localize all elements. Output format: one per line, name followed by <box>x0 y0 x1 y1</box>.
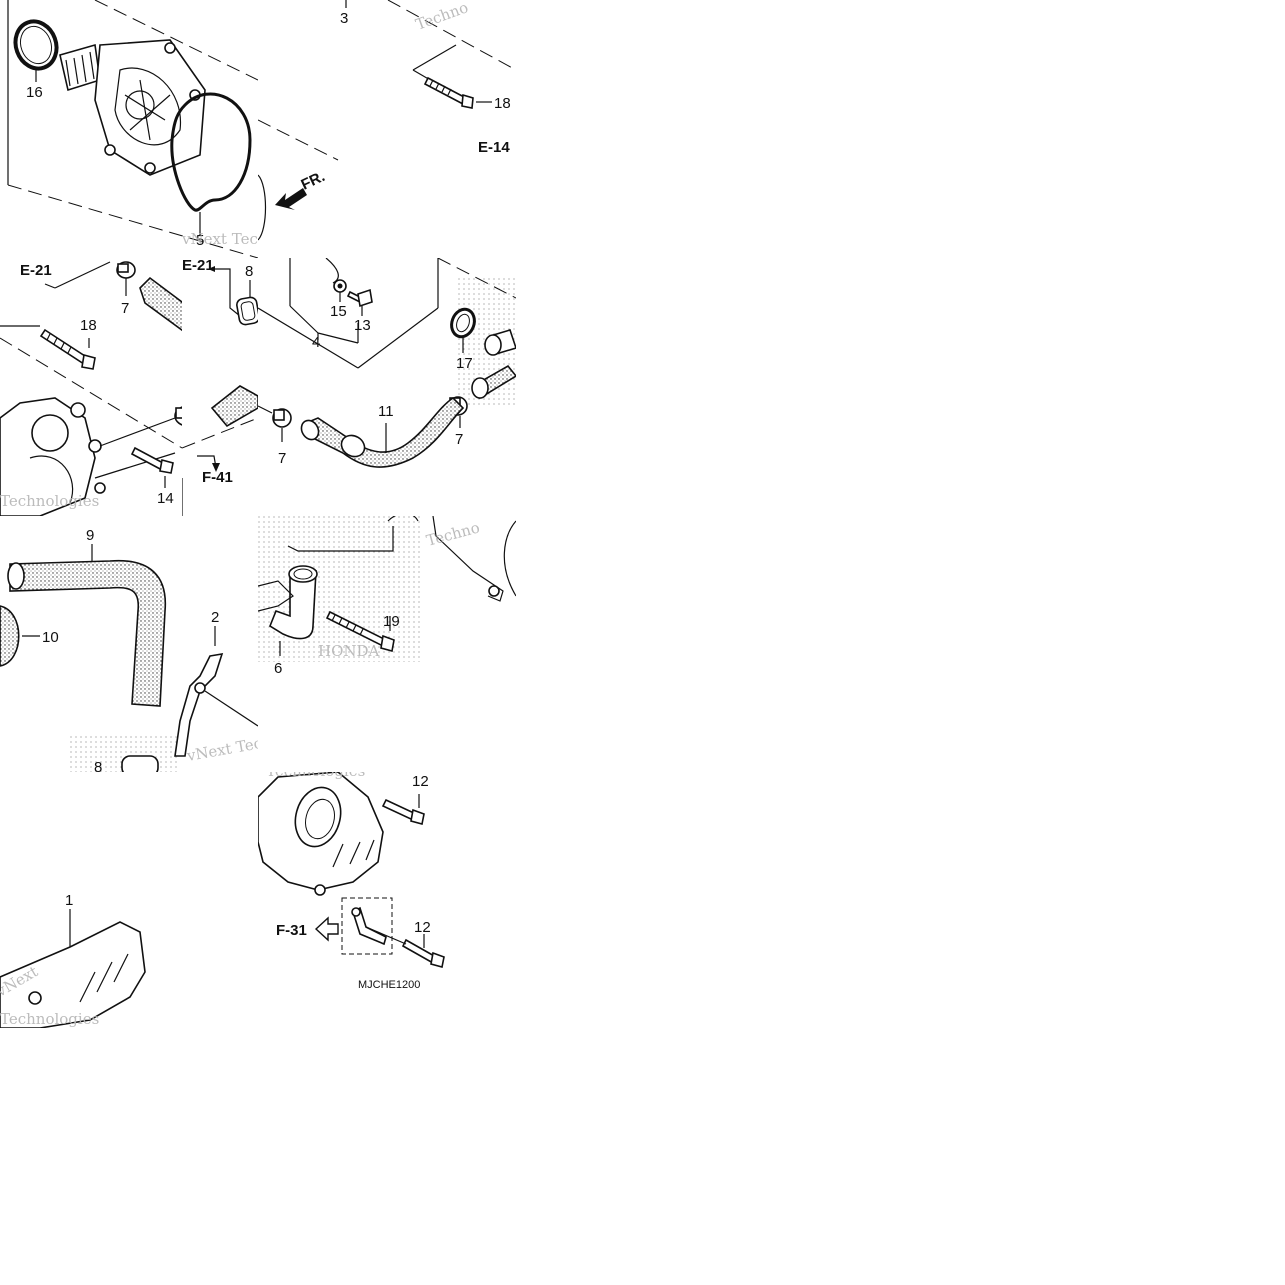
hose-clamp-8-bottom <box>121 755 159 772</box>
tile-f41-svg: E-21 8 F-41 <box>182 258 258 516</box>
tile-hose-11: 4 15 13 17 <box>258 258 516 516</box>
part-number-13: 13 <box>354 317 371 334</box>
detail-box <box>341 897 393 955</box>
ref-f41: F-41 <box>202 469 233 486</box>
part-number-7-right: 7 <box>455 431 463 448</box>
part-number-8-top: 8 <box>245 263 253 280</box>
hose-clamp-8-top <box>236 296 258 326</box>
watermark-brand: HONDA <box>318 642 380 660</box>
front-arrow-head <box>275 188 307 210</box>
hose-upper <box>139 276 182 332</box>
part-number-14: 14 <box>157 490 174 507</box>
bracket-2 <box>174 652 224 757</box>
bolt-12-bottom <box>401 938 445 968</box>
part-number-7-top: 7 <box>121 300 129 317</box>
hose-clamp-7-left <box>272 408 292 428</box>
tile-pump-cover-svg: 16 5 vNext Tec <box>7 0 258 258</box>
tile-cover-1: 1 Technologies vNext <box>0 772 258 1028</box>
part-number-12-bottom: 12 <box>414 919 431 936</box>
thermostat-housing <box>0 397 106 516</box>
part-number-6-svg: 6 <box>274 660 282 677</box>
hose-9 <box>9 559 167 707</box>
tile-cover-bolts-svg: 12 12 F-31 MJCHE1200 Technologies <box>258 772 445 991</box>
watermark-technologies-2: Technologies <box>0 1010 99 1028</box>
part-number-19: 19 <box>383 613 400 630</box>
tile-f41: E-21 8 F-41 <box>182 258 258 516</box>
watermark-partial-1: Techno <box>413 0 470 34</box>
diagram-code: MJCHE1200 <box>358 979 420 991</box>
f31-arrow <box>314 916 339 942</box>
gasket-5 <box>170 92 252 212</box>
part-number-1: 1 <box>65 892 73 909</box>
part-number-17: 17 <box>456 355 473 372</box>
hose-clamp-7-top <box>116 261 136 279</box>
tile-hose-9-svg: 9 10 2 8 vNext Tec <box>0 527 258 772</box>
tile-pipe-6: 19 Techno HONDA <box>258 516 516 662</box>
bolt-18-mid <box>39 328 96 370</box>
ref-f31: F-31 <box>276 922 307 939</box>
part-number-2: 2 <box>211 609 219 626</box>
part-number-16: 16 <box>26 84 43 101</box>
part-number-5: 5 <box>196 232 204 249</box>
tile-hose-11-svg: 4 15 13 17 <box>258 258 516 468</box>
bolt-19 <box>325 610 395 653</box>
part-number-18-upper: 18 <box>494 95 511 112</box>
hose-clamp-7-mid <box>174 406 182 426</box>
watermark-partial-2: Techno <box>424 518 481 549</box>
hose-clamp-17-side <box>471 377 489 399</box>
tile-pump-hoses-svg: E-21 7 18 <box>0 261 182 516</box>
part-number-9: 9 <box>86 527 94 544</box>
watermark-short-2: vNext Tec <box>185 734 258 765</box>
part-number-8-bottom: 8 <box>94 759 102 772</box>
ref-e14: E-14 <box>478 139 510 156</box>
watermark-technologies-3: Technologies <box>266 772 365 780</box>
bolt-18-upper <box>423 76 474 109</box>
watermark-technologies-1: Technologies <box>0 492 99 510</box>
part-number-7-left: 7 <box>278 450 286 467</box>
tile-hose-9: 9 10 2 8 vNext Tec <box>0 516 258 772</box>
part-number-12-top: 12 <box>412 773 429 790</box>
part-number-6-box: 6 <box>268 656 298 678</box>
watermark-short-1: vNext Tec <box>181 230 258 248</box>
tile-upper-bolt-svg: 3 18 E-14 FR. Techno <box>258 0 516 241</box>
part-number-11: 11 <box>378 403 394 420</box>
part-number-15: 15 <box>330 303 347 320</box>
part-number-3: 3 <box>340 10 348 27</box>
water-pump-body <box>59 39 206 176</box>
seal-17 <box>450 307 516 356</box>
tile-pipe-6-svg: 19 Techno HONDA <box>258 516 516 662</box>
ref-e21-middle: E-21 <box>182 258 214 274</box>
ref-e21-left: E-21 <box>20 262 52 279</box>
bolt-12-top <box>381 798 425 825</box>
bolt-13 <box>346 288 373 308</box>
tile-pump-cover: 16 5 vNext Tec <box>0 0 258 258</box>
pipe-6 <box>269 570 317 640</box>
tile-upper-bolt: 3 18 E-14 FR. Techno <box>258 0 516 258</box>
bolt-14 <box>130 446 174 474</box>
part-number-10: 10 <box>42 629 59 646</box>
tile-cover-1-svg: 1 Technologies vNext <box>0 892 146 1028</box>
pipe-10 <box>0 605 20 667</box>
part-number-6: 6 <box>274 660 282 677</box>
tile-cover-bolts: 12 12 F-31 MJCHE1200 Technologies <box>258 772 448 1028</box>
part-number-18-mid: 18 <box>80 317 97 334</box>
o-ring-16 <box>13 19 59 71</box>
tile-pump-hoses: E-21 7 18 <box>0 258 182 516</box>
